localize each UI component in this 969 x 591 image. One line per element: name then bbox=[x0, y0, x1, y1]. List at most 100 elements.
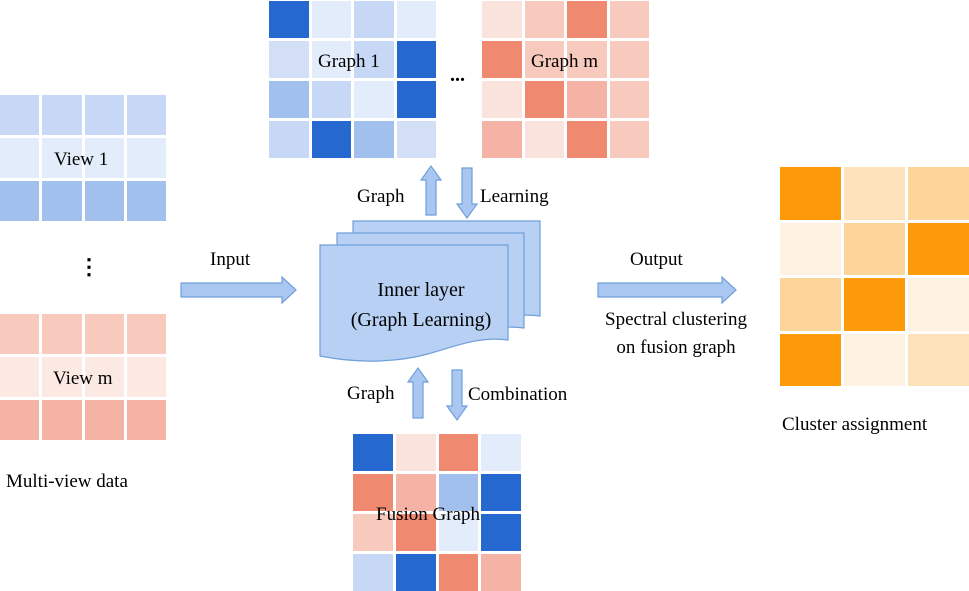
graph-m-cell bbox=[524, 41, 564, 78]
spectral-clustering-line-1: Spectral clustering bbox=[605, 309, 747, 330]
view-1-cell bbox=[126, 181, 166, 221]
graph-m-cell bbox=[609, 121, 649, 158]
cluster-assignment-cell bbox=[844, 222, 905, 275]
graph-m-cell bbox=[567, 41, 607, 78]
fusion-graph-cell bbox=[481, 434, 521, 471]
view-1-cell bbox=[126, 138, 166, 178]
graph-1-cell bbox=[311, 81, 351, 118]
view-1-cell bbox=[42, 95, 82, 135]
graph-1-cell bbox=[396, 121, 436, 158]
vertical-ellipsis: ⋮ bbox=[78, 254, 100, 279]
learning-label: Learning bbox=[480, 186, 549, 207]
view-1-cell bbox=[0, 181, 40, 221]
graph-m-cell bbox=[524, 121, 564, 158]
fusion-graph-cell bbox=[353, 434, 393, 471]
cluster-assignment-cell bbox=[780, 333, 841, 386]
cluster-assignment-cell bbox=[908, 278, 969, 331]
graph-m-cell bbox=[567, 81, 607, 118]
view-m-label: View m bbox=[53, 368, 113, 389]
graph-m-cell bbox=[482, 41, 522, 78]
view-1-cell bbox=[42, 181, 82, 221]
graph-1-matrix bbox=[269, 1, 436, 158]
horizontal-ellipsis: ... bbox=[450, 64, 465, 86]
graph-label-top: Graph bbox=[357, 186, 405, 207]
graph-1-cell bbox=[311, 41, 351, 78]
fusion-graph-cell bbox=[481, 474, 521, 511]
graph-m-cell bbox=[524, 81, 564, 118]
view-m-cell bbox=[0, 357, 40, 397]
input-label: Input bbox=[210, 249, 251, 270]
view-m-cell bbox=[126, 400, 166, 440]
fusion-graph-cell bbox=[481, 554, 521, 591]
cluster-assignment-cell bbox=[780, 167, 841, 220]
view-1-matrix bbox=[0, 95, 166, 221]
graph-m-cell bbox=[567, 121, 607, 158]
graph-1-cell bbox=[269, 1, 309, 38]
fusion-graph-cell bbox=[353, 474, 393, 511]
cluster-assignment-cell bbox=[908, 167, 969, 220]
fusion-graph-cell bbox=[353, 554, 393, 591]
graph-1-cell bbox=[354, 81, 394, 118]
graph-m-cell bbox=[609, 41, 649, 78]
fusion-graph-cell bbox=[395, 474, 436, 511]
spectral-clustering-line-2: on fusion graph bbox=[616, 337, 736, 358]
graph-m-cell bbox=[524, 1, 564, 38]
view-m-cell bbox=[84, 400, 124, 440]
graph-m-cell bbox=[482, 121, 522, 158]
graph-1-cell bbox=[354, 41, 394, 78]
combination-label: Combination bbox=[468, 384, 568, 405]
view-1-cell bbox=[0, 95, 40, 135]
graph-up-arrow bbox=[419, 164, 443, 216]
graph-m-cell bbox=[567, 1, 607, 38]
inner-layer-title: Inner layer bbox=[377, 279, 465, 301]
graph-m-cell bbox=[609, 1, 649, 38]
graph-label-bottom: Graph bbox=[347, 383, 395, 404]
view-m-cell bbox=[0, 400, 40, 440]
graph-1-cell bbox=[269, 81, 309, 118]
fusion-graph-cell bbox=[395, 514, 436, 551]
cluster-assignment-matrix bbox=[780, 167, 969, 386]
graph-1-cell bbox=[354, 121, 394, 158]
output-arrow bbox=[597, 275, 737, 305]
graph-1-cell bbox=[311, 121, 351, 158]
view-m-cell bbox=[42, 400, 82, 440]
fusion-graph-cell bbox=[438, 474, 479, 511]
view-1-label: View 1 bbox=[54, 149, 109, 170]
graph-1-label: Graph 1 bbox=[318, 51, 380, 72]
view-1-cell bbox=[126, 95, 166, 135]
graph-up-arrow-bottom bbox=[406, 366, 430, 419]
inner-layer-page-front bbox=[319, 244, 509, 362]
view-1-cell bbox=[84, 138, 124, 178]
cluster-assignment-cell bbox=[780, 278, 841, 331]
fusion-graph-cell bbox=[395, 554, 436, 591]
graph-m-label: Graph m bbox=[531, 51, 599, 72]
fusion-graph-cell bbox=[395, 434, 436, 471]
graph-1-cell bbox=[311, 1, 351, 38]
view-1-cell bbox=[0, 138, 40, 178]
graph-1-cell bbox=[396, 41, 436, 78]
graph-1-cell bbox=[269, 41, 309, 78]
graph-m-cell bbox=[482, 1, 522, 38]
fusion-graph-matrix bbox=[353, 434, 521, 591]
cluster-assignment-cell bbox=[844, 278, 905, 331]
fusion-graph-cell bbox=[353, 514, 393, 551]
view-m-cell bbox=[42, 314, 82, 354]
view-m-cell bbox=[42, 357, 82, 397]
fusion-graph-label: Fusion Graph bbox=[376, 504, 480, 525]
graph-1-cell bbox=[354, 1, 394, 38]
graph-m-cell bbox=[609, 81, 649, 118]
view-1-cell bbox=[84, 181, 124, 221]
cluster-assignment-cell bbox=[780, 222, 841, 275]
graph-1-cell bbox=[269, 121, 309, 158]
cluster-assignment-label: Cluster assignment bbox=[782, 414, 928, 435]
cluster-assignment-cell bbox=[844, 333, 905, 386]
view-m-cell bbox=[0, 314, 40, 354]
view-1-cell bbox=[84, 95, 124, 135]
output-label: Output bbox=[630, 249, 683, 270]
multi-view-data-label: Multi-view data bbox=[6, 471, 128, 492]
view-m-cell bbox=[126, 357, 166, 397]
combination-down-arrow bbox=[445, 369, 469, 422]
graph-m-matrix bbox=[482, 1, 649, 158]
input-arrow bbox=[180, 275, 297, 305]
